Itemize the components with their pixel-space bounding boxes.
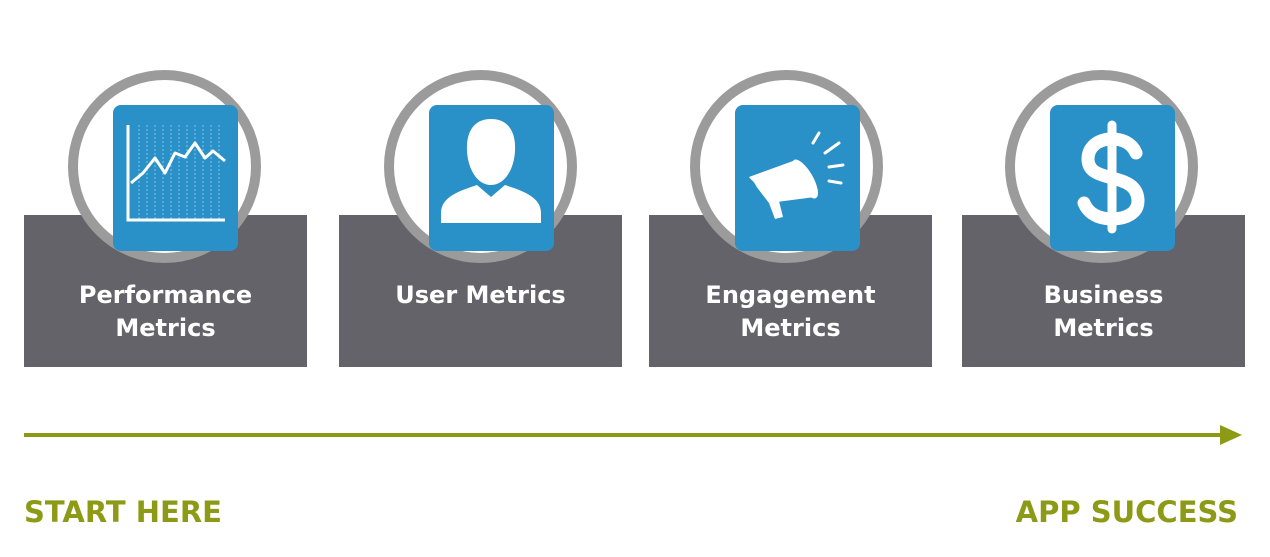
progress-arrow xyxy=(24,425,1242,445)
dollar-icon xyxy=(1050,105,1175,251)
step-label-performance: Performance Metrics xyxy=(78,281,253,342)
step-label-user: User Metrics xyxy=(395,281,566,309)
line-chart-icon xyxy=(113,105,238,251)
step-label-engagement: Engagement Metrics xyxy=(705,281,876,342)
step-label-business: Business Metrics xyxy=(1043,281,1164,342)
start-here-label: START HERE xyxy=(24,495,222,529)
step-circle-performance xyxy=(68,70,261,263)
step-circle-user xyxy=(384,70,577,263)
megaphone-icon xyxy=(735,105,860,251)
step-circle-engagement xyxy=(690,70,883,263)
step-circle-business xyxy=(1005,70,1198,263)
app-success-label: APP SUCCESS xyxy=(1015,495,1238,529)
step-card-engagement: Engagement Metrics xyxy=(649,215,932,367)
user-icon xyxy=(429,105,554,251)
